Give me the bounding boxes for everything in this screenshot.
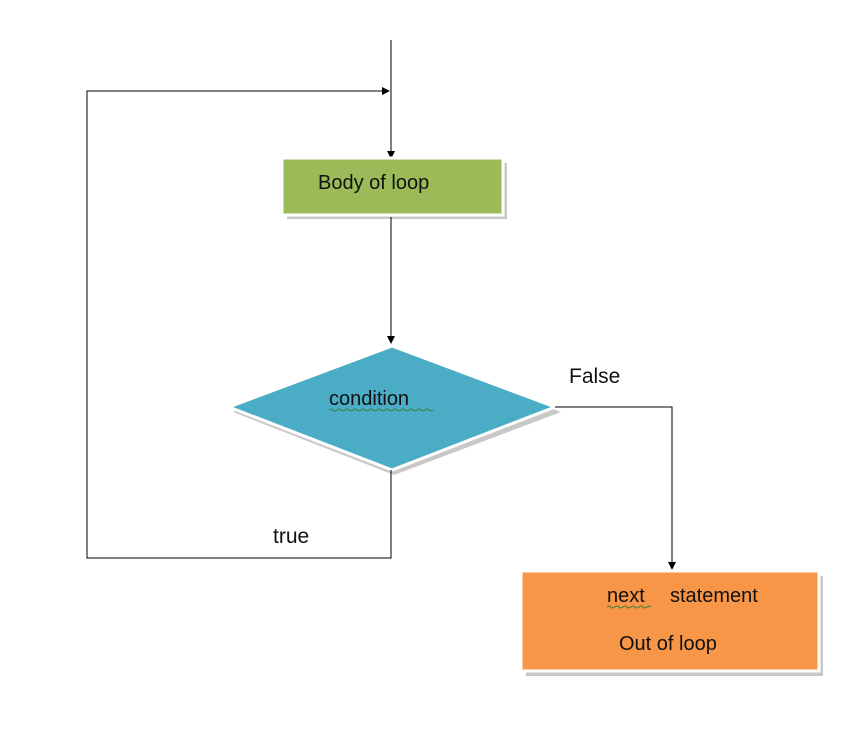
false-label: False <box>569 365 620 388</box>
next-word: next <box>607 585 645 607</box>
spellcheck-underline-next <box>606 605 652 609</box>
true-branch-loopback <box>86 87 392 559</box>
out-of-loop-label: Out of loop <box>619 633 717 655</box>
condition-label: condition <box>329 388 409 410</box>
true-label: true <box>273 525 309 548</box>
body-of-loop-label: Body of loop <box>318 172 429 194</box>
false-branch-connector <box>555 406 676 570</box>
body-of-loop-node: Body of loop <box>280 156 507 219</box>
condition-node: condition <box>224 344 561 475</box>
next-statement-node: next statement Out of loop <box>519 569 823 676</box>
statement-word: statement <box>670 585 758 607</box>
spellcheck-underline <box>328 408 434 412</box>
